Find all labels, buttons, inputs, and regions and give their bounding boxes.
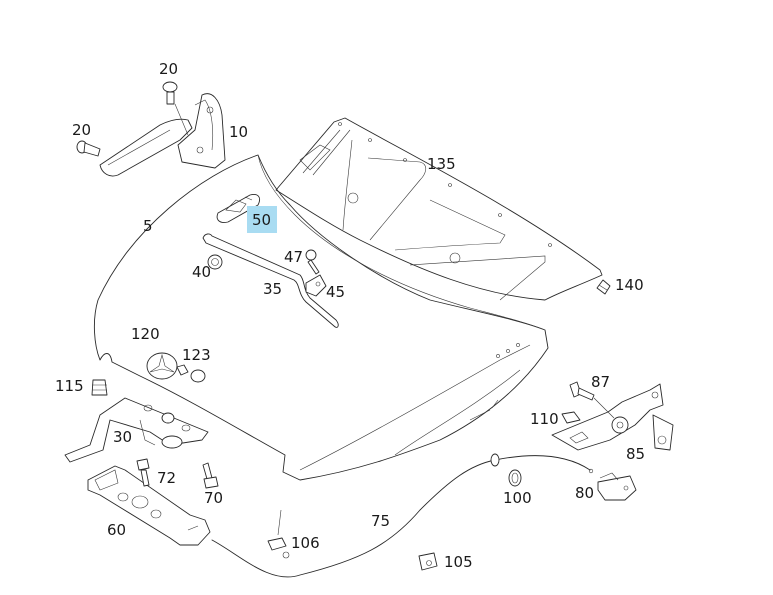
label-45: 45 bbox=[326, 283, 345, 301]
label-50: 50 bbox=[252, 211, 271, 229]
cable-holder[interactable] bbox=[418, 552, 438, 571]
grommet[interactable] bbox=[508, 469, 522, 487]
release-lever-bracket[interactable] bbox=[551, 383, 674, 451]
label-5: 5 bbox=[143, 217, 153, 235]
hood-lock[interactable] bbox=[64, 397, 209, 463]
hood[interactable] bbox=[93, 154, 549, 481]
rubber-buffer[interactable] bbox=[207, 254, 223, 270]
label-140: 140 bbox=[615, 276, 644, 294]
lock-carrier[interactable] bbox=[87, 465, 211, 546]
hood-hinge[interactable] bbox=[99, 93, 226, 177]
prop-rod[interactable] bbox=[202, 233, 339, 328]
label-87: 87 bbox=[591, 373, 610, 391]
label-80: 80 bbox=[575, 484, 594, 502]
release-handle[interactable] bbox=[588, 468, 637, 501]
bolt-20-left[interactable] bbox=[76, 140, 101, 157]
bolt-20-top[interactable] bbox=[162, 81, 189, 136]
label-20-top: 20 bbox=[159, 60, 178, 78]
label-60: 60 bbox=[107, 521, 126, 539]
label-110: 110 bbox=[530, 410, 559, 428]
screw-47[interactable] bbox=[305, 249, 320, 275]
label-20-left: 20 bbox=[72, 121, 91, 139]
label-85: 85 bbox=[626, 445, 645, 463]
label-105: 105 bbox=[444, 553, 473, 571]
bolt-72[interactable] bbox=[136, 458, 150, 487]
label-115: 115 bbox=[55, 377, 84, 395]
label-30: 30 bbox=[113, 428, 132, 446]
label-72: 72 bbox=[157, 469, 176, 487]
clip-140[interactable] bbox=[596, 279, 611, 295]
label-10: 10 bbox=[229, 123, 248, 141]
emblem-fastener[interactable] bbox=[176, 364, 206, 383]
label-100: 100 bbox=[503, 489, 532, 507]
stop-buffer[interactable] bbox=[91, 379, 108, 396]
label-120: 120 bbox=[131, 325, 160, 343]
release-cable[interactable] bbox=[211, 453, 591, 578]
label-123: 123 bbox=[182, 346, 211, 364]
label-75: 75 bbox=[371, 512, 390, 530]
label-35: 35 bbox=[263, 280, 282, 298]
bolt-70[interactable] bbox=[202, 462, 219, 489]
label-70: 70 bbox=[204, 489, 223, 507]
clip-45[interactable] bbox=[305, 274, 327, 297]
star-emblem[interactable] bbox=[146, 352, 178, 380]
cable-clip[interactable] bbox=[267, 509, 290, 559]
latch-catch[interactable] bbox=[216, 194, 261, 223]
label-40: 40 bbox=[192, 263, 211, 281]
highlight-box bbox=[247, 206, 277, 233]
label-135: 135 bbox=[427, 155, 456, 173]
label-47: 47 bbox=[284, 248, 303, 266]
bolt-87[interactable] bbox=[569, 381, 615, 419]
nut-plate-110[interactable] bbox=[561, 411, 581, 424]
label-106: 106 bbox=[291, 534, 320, 552]
hood-insulation[interactable] bbox=[275, 117, 603, 301]
